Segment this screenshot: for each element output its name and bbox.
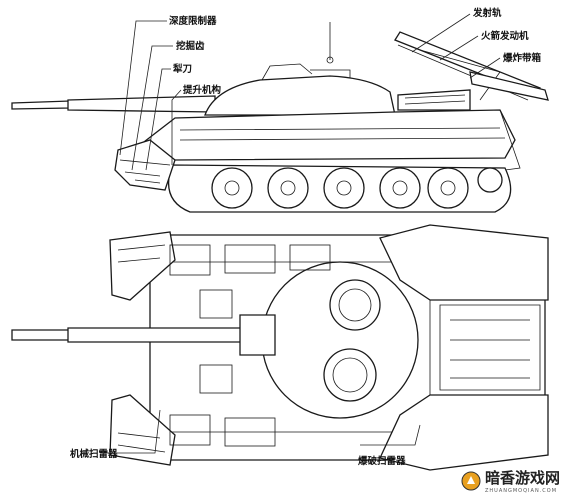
top-launcher-lower — [379, 394, 549, 471]
label-lift-mechanism: 提升机构 — [183, 84, 222, 96]
top-launcher-upper — [379, 224, 549, 301]
side-turret — [204, 75, 396, 116]
side-view — [11, 22, 549, 213]
labels: 深度限制器 挖掘齿 犁刀 提升机构 发射轨 火箭发动机 爆炸带箱 机械扫雷器 爆… — [70, 7, 542, 467]
label-depth-limiter: 深度限制器 — [169, 15, 217, 27]
watermark-subtext: ZHUANGMOQIAN.COM — [484, 488, 558, 494]
side-gun-barrel — [11, 100, 71, 110]
top-loader-hatch — [323, 348, 377, 402]
label-explosive-clearer: 爆破扫雷器 — [358, 455, 406, 467]
leader-lines — [104, 13, 501, 454]
side-mine-plow — [114, 139, 176, 191]
watermark: 暗香游戏网 ZHUANGMOQIAN.COM — [461, 467, 560, 494]
watermark-text: 暗香游戏网 — [484, 469, 560, 487]
side-road-wheels — [211, 167, 503, 209]
label-mechanical-clearer: 机械扫雷器 — [70, 448, 118, 460]
label-launch-rail: 发射轨 — [472, 7, 502, 19]
top-mine-clearer-lower — [109, 394, 176, 466]
top-commander-cupola — [329, 279, 381, 331]
label-plow-blade: 犁刀 — [173, 63, 192, 75]
label-digging-teeth: 挖掘齿 — [176, 40, 205, 52]
label-rocket-motor: 火箭发动机 — [481, 30, 529, 42]
watermark-logo-icon — [461, 471, 481, 490]
top-view — [11, 224, 549, 471]
top-gun-barrel — [11, 329, 71, 341]
label-explosive-hose-box: 爆炸带箱 — [503, 52, 542, 64]
side-launcher-frame — [397, 89, 471, 111]
side-hull — [138, 109, 516, 161]
